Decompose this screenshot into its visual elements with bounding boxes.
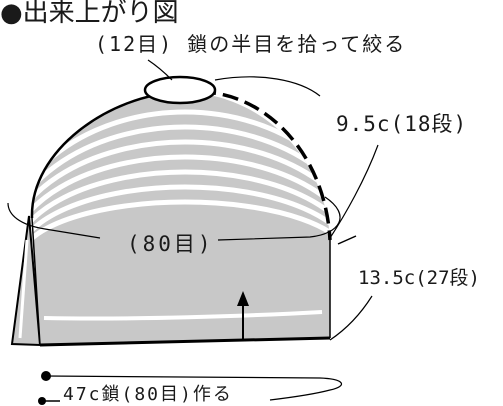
hat-stripe: [31, 199, 330, 261]
arrow-up-icon: [237, 291, 249, 341]
hat-stripe: [31, 154, 330, 261]
brim-fold-stripe: [18, 239, 29, 339]
foundation-chain-label: 47c鎖(80目)作る: [63, 384, 233, 405]
hat-stripe: [31, 184, 330, 261]
upper-section-bracket: [214, 76, 321, 97]
circumference-line-left: [7, 202, 101, 239]
hat-bottom-stripe: [43, 310, 323, 321]
crown-opening: [143, 75, 217, 105]
upper-section-leader: [329, 144, 379, 239]
upper-section-dimension-line: [199, 90, 332, 241]
hat-stripe: [31, 109, 330, 261]
upper-section-label: 9.5c(18段): [336, 112, 468, 136]
hat-stripe: [31, 139, 330, 261]
arrow-head: [237, 291, 249, 306]
diagram-title: ●出来上がり図: [0, 0, 179, 28]
circumference-line-right: [217, 196, 341, 241]
lower-section-label: 13.5c(27段): [358, 267, 480, 289]
circumference-label: (80目): [127, 232, 214, 256]
foundation-chain-line: [45, 375, 342, 401]
section-divider-tick: [337, 235, 357, 245]
top-gather-label: (12目) 鎖の半目を拾って絞る: [95, 32, 407, 56]
lower-section-leader: [329, 295, 373, 341]
hat-stripe: [31, 124, 330, 261]
brim-fold: [10, 215, 42, 347]
top-gather-leader: [147, 59, 173, 81]
hat-outline-left-lower: [31, 217, 41, 346]
hat-bottom-edge: [39, 336, 331, 347]
